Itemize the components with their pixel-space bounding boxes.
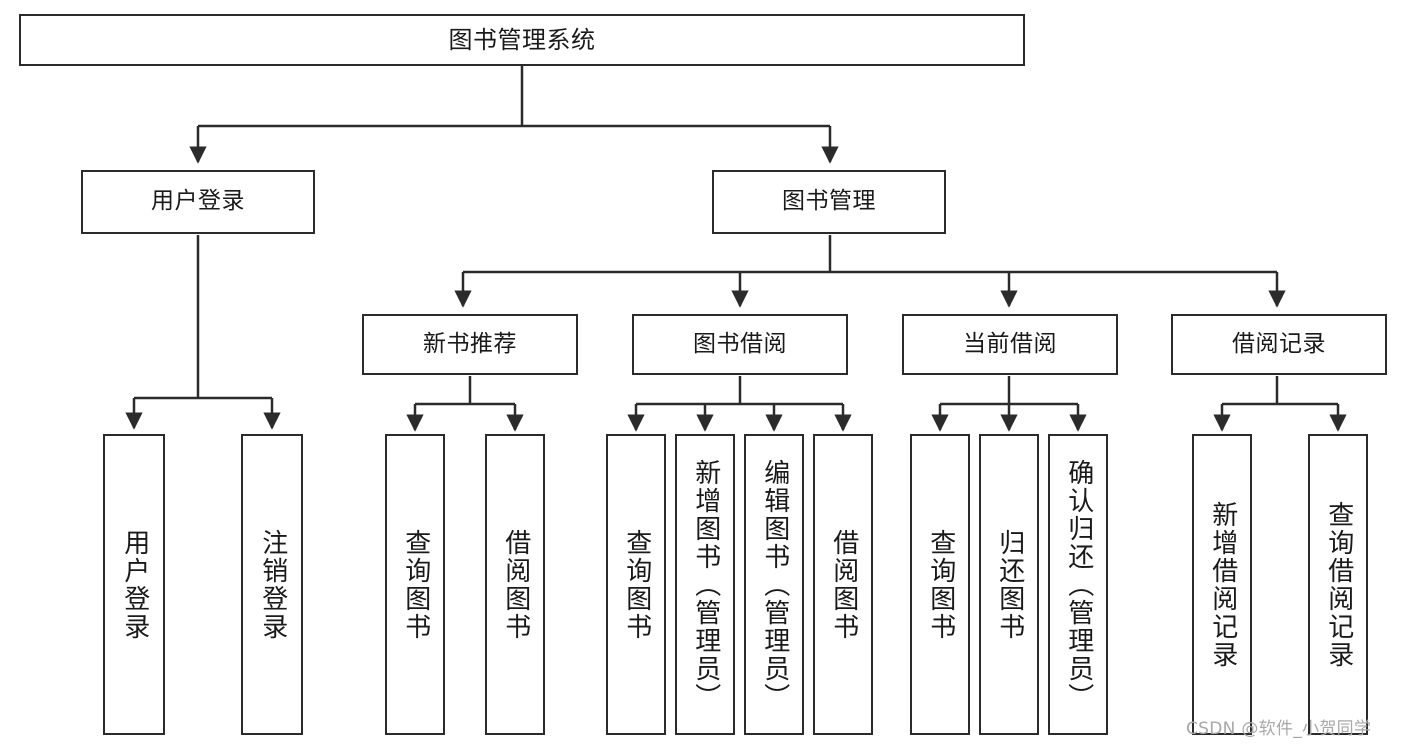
node-root-label: 图书管理系统 <box>448 25 596 54</box>
node-leaf-query-book-3[interactable]: 查询图书 <box>910 434 970 735</box>
node-leaf-edit-book[interactable]: 编辑图书（管理员） <box>744 434 804 735</box>
node-leaf-query-book-2[interactable]: 查询图书 <box>606 434 666 735</box>
node-leaf-return-book-label: 归还图书 <box>994 528 1025 641</box>
node-current-borrow[interactable]: 当前借阅 <box>902 314 1118 375</box>
node-leaf-query-book-1[interactable]: 查询图书 <box>385 434 445 735</box>
node-leaf-logout-label: 注销登录 <box>257 528 288 641</box>
node-leaf-confirm-return-label: 确认归还（管理员） <box>1063 458 1094 711</box>
node-book-manage[interactable]: 图书管理 <box>712 170 946 234</box>
node-leaf-borrow-book-1-label: 借阅图书 <box>500 528 531 641</box>
node-current-borrow-label: 当前借阅 <box>963 330 1057 357</box>
node-leaf-edit-book-label: 编辑图书（管理员） <box>759 458 790 711</box>
node-book-borrow[interactable]: 图书借阅 <box>632 314 848 375</box>
node-leaf-user-login-label: 用户登录 <box>119 528 150 641</box>
node-leaf-add-record[interactable]: 新增借阅记录 <box>1192 434 1252 735</box>
node-leaf-query-record-label: 查询借阅记录 <box>1323 500 1354 669</box>
node-leaf-user-login[interactable]: 用户登录 <box>103 434 165 735</box>
node-leaf-add-record-label: 新增借阅记录 <box>1207 500 1238 669</box>
node-new-book-recommend[interactable]: 新书推荐 <box>362 314 578 375</box>
node-root-system[interactable]: 图书管理系统 <box>19 14 1025 66</box>
node-user-login-label: 用户登录 <box>151 188 245 215</box>
node-leaf-query-book-3-label: 查询图书 <box>925 528 956 641</box>
node-new-book-recommend-label: 新书推荐 <box>423 330 517 357</box>
node-leaf-borrow-book-2-label: 借阅图书 <box>828 528 859 641</box>
node-leaf-query-record[interactable]: 查询借阅记录 <box>1308 434 1368 735</box>
node-book-borrow-label: 图书借阅 <box>693 330 787 357</box>
node-leaf-return-book[interactable]: 归还图书 <box>979 434 1039 735</box>
node-borrow-record-label: 借阅记录 <box>1232 330 1326 357</box>
node-book-manage-label: 图书管理 <box>782 188 876 215</box>
node-leaf-add-book[interactable]: 新增图书（管理员） <box>675 434 735 735</box>
node-leaf-query-book-1-label: 查询图书 <box>400 528 431 641</box>
node-borrow-record[interactable]: 借阅记录 <box>1171 314 1387 375</box>
node-leaf-borrow-book-1[interactable]: 借阅图书 <box>485 434 545 735</box>
node-leaf-query-book-2-label: 查询图书 <box>621 528 652 641</box>
node-leaf-add-book-label: 新增图书（管理员） <box>690 458 721 711</box>
node-leaf-borrow-book-2[interactable]: 借阅图书 <box>813 434 873 735</box>
node-leaf-confirm-return[interactable]: 确认归还（管理员） <box>1048 434 1108 735</box>
node-user-login[interactable]: 用户登录 <box>81 170 315 234</box>
node-leaf-logout[interactable]: 注销登录 <box>241 434 303 735</box>
